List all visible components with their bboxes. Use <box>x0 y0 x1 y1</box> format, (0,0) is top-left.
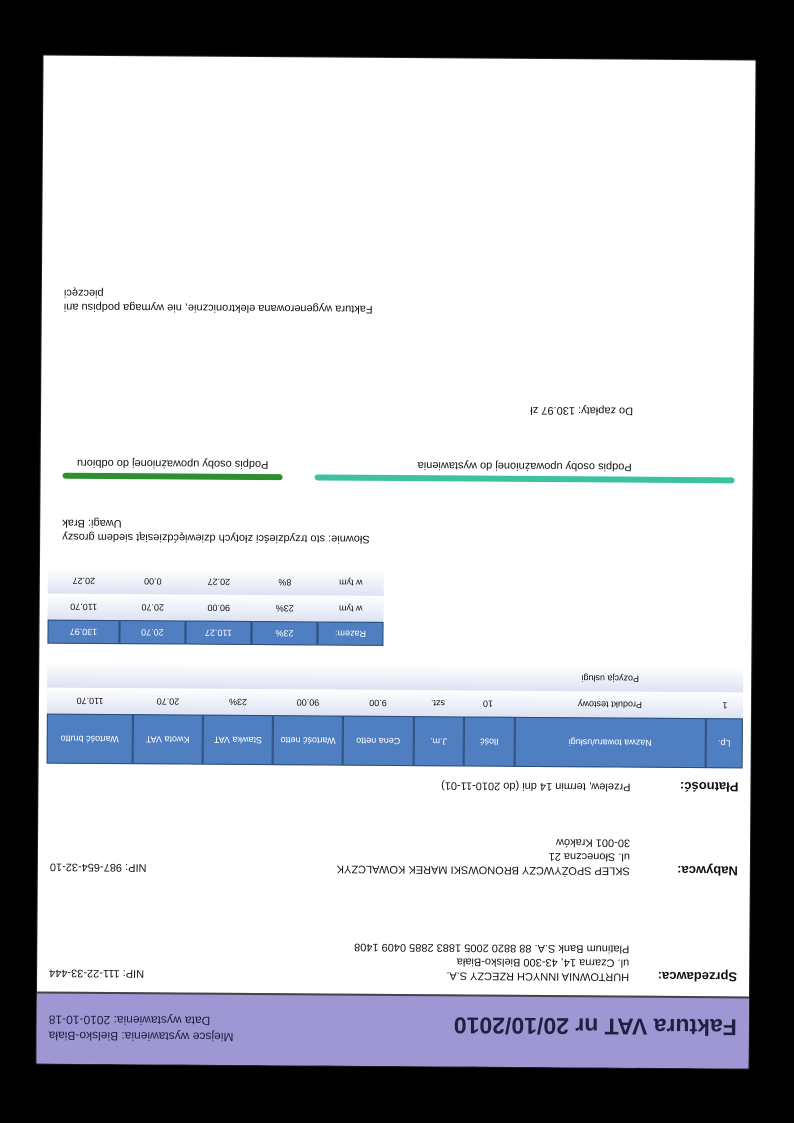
col-header-vat-rate: Stawka VAT <box>202 714 274 766</box>
cell-vat-rate: 23% <box>228 696 248 707</box>
summary-cell: 20.27 <box>207 576 231 587</box>
summary-cell: 20.70 <box>141 602 164 613</box>
buyer-address: ul. Słoneczna 21 <box>548 850 630 863</box>
summary-cell: 23% <box>275 603 294 614</box>
summary-gross: 130.97 <box>47 619 120 645</box>
summary-cell: 90.00 <box>207 602 230 613</box>
col-header-net-value: Wartość netto <box>272 715 344 766</box>
summary-net: 110.27 <box>185 620 252 645</box>
summary-vat-rate: 23% <box>251 620 318 646</box>
to-pay: Do zapłaty: 130.97 zł <box>530 403 634 417</box>
signature-line <box>62 472 283 481</box>
summary-row: w tym 8% 20.27 0.00 20.27 <box>47 567 384 596</box>
summary-row: w tym 23% 90.00 20.70 110.70 <box>47 593 384 622</box>
summary-vat: 20.70 <box>119 620 186 645</box>
summary-cell: w tym <box>338 603 363 614</box>
cell-name-second: Pozycja usługi <box>581 673 639 684</box>
summary-table: Razem: 23% 110.27 20.70 130.97 w tym 23%… <box>47 567 384 646</box>
footer-note: Faktura wygenerowana elektronicznie, nie… <box>63 286 373 315</box>
seller-name: HURTOWNIA INNYCH RZECZY S.A. <box>446 969 630 983</box>
buyer-label: Nabywca: <box>677 862 738 879</box>
summary-total-label: Razem: <box>317 621 384 646</box>
invoice-title: Faktura VAT nr 20/10/2010 <box>453 1012 737 1041</box>
col-header-unit: J.m. <box>413 716 465 767</box>
col-header-name: Nazwa towaru/usługi <box>514 716 706 769</box>
invoice-page: Faktura VAT nr 20/10/2010 Miejsce wystaw… <box>36 55 756 1069</box>
invoice-title-bar: Faktura VAT nr 20/10/2010 Miejsce wystaw… <box>36 991 749 1069</box>
summary-cell: w tym <box>339 577 363 588</box>
amount-in-words: Słownie: sto trzydzieści złotych dziewię… <box>62 516 532 547</box>
table-row: Pozycja usługi <box>47 661 744 693</box>
buyer-city: 30-001 Kraków <box>556 836 631 849</box>
summary-cell: 0.00 <box>144 576 162 587</box>
col-header-lp: Lp. <box>705 718 743 769</box>
buyer-name: SKLEP SPOŻYWCZY BRONOWSKI MAREK KOWALCZY… <box>336 862 630 877</box>
cell-lp: 1 <box>722 700 728 711</box>
invoice-meta: Miejsce wystawienia: Bielsko-Biała Data … <box>49 1012 234 1045</box>
cell-unit: szt. <box>430 698 446 709</box>
cell-qty: 10 <box>482 698 494 709</box>
payment-label: Płatność: <box>679 778 739 795</box>
cell-gross: 110.70 <box>76 695 104 706</box>
buyer-block: SKLEP SPOŻYWCZY BRONOWSKI MAREK KOWALCZY… <box>240 833 630 878</box>
col-header-gross: Wartość brutto <box>46 713 133 765</box>
seller-signature-caption: Podpis osoby upoważnionej do wystawienia <box>417 459 632 473</box>
seller-label: Sprzedawca: <box>657 968 738 985</box>
cell-vat-amount: 20.70 <box>156 696 180 707</box>
summary-cell: 8% <box>278 577 292 588</box>
summary-cell: 110.70 <box>70 601 98 612</box>
signature-line <box>314 474 735 484</box>
seller-address: ul. Czarna 14, 43-300 Bielsko-Biała <box>456 955 630 969</box>
col-header-vat-amount: Kwota VAT <box>132 714 203 765</box>
cell-name: Produkt testowy <box>577 699 643 710</box>
cell-net-value: 90.00 <box>296 697 320 708</box>
seller-bank: Platinum Bank S.A. 88 8820 2005 1883 288… <box>354 940 630 955</box>
issue-date: Data wystawienia: 2010-10-18 <box>48 1012 211 1028</box>
buyer-signature-caption: Podpis osoby upoważnionej do odbioru <box>76 456 269 471</box>
col-header-qty: Ilość <box>463 716 515 767</box>
cell-net-price: 9.00 <box>369 697 387 708</box>
col-header-net-price: Cena netto <box>342 715 414 767</box>
summary-header-row: Razem: 23% 110.27 20.70 130.97 <box>47 619 384 646</box>
place-of-issue: Miejsce wystawienia: Bielsko-Biała <box>48 1028 234 1044</box>
seller-block: HURTOWNIA INNYCH RZECZY S.A. ul. Czarna … <box>239 939 629 984</box>
items-table: Lp. Nazwa towaru/usługi Ilość J.m. Cena … <box>46 661 744 769</box>
buyer-signature-block: Podpis osoby upoważnionej do odbioru <box>62 456 283 481</box>
seller-signature-block: Podpis osoby upoważnionej do wystawienia <box>314 457 735 484</box>
summary-cell: 20.27 <box>72 575 96 586</box>
buyer-nip: NIP: 987-654-32-10 <box>49 860 147 874</box>
payment-value: Przelew, termin 14 dni (do 2010-11-01) <box>441 779 631 793</box>
seller-nip: NIP: 111-22-33-444 <box>49 966 145 980</box>
table-header-row: Lp. Nazwa towaru/usługi Ilość J.m. Cena … <box>46 713 743 769</box>
